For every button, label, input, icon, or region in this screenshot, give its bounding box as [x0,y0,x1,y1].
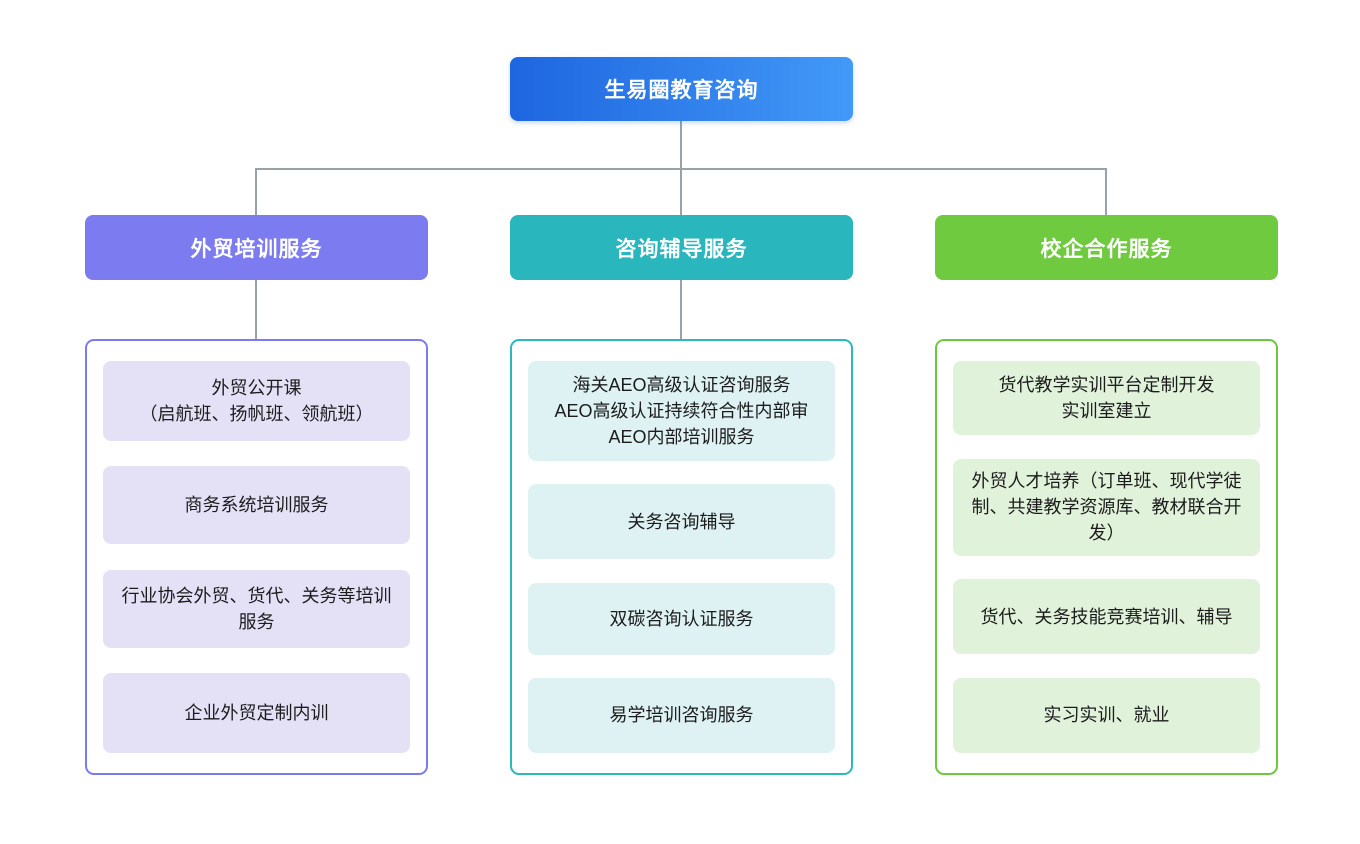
branch-item: 易学培训咨询服务 [528,677,835,753]
branch-item: 海关AEO高级认证咨询服务 AEO高级认证持续符合性内部审 AEO内部培训服务 [528,361,835,461]
connector-link-branch2 [680,280,682,339]
branch-header-consulting-coaching: 咨询辅导服务 [510,215,853,280]
connector-drop-branch1 [255,168,257,215]
connector-drop-branch2 [680,168,682,215]
branch-item: 外贸公开课 （启航班、扬帆班、领航班） [103,361,410,441]
root-node-label: 生易圈教育咨询 [604,79,759,102]
branch-box-foreign-trade-training: 外贸公开课 （启航班、扬帆班、领航班） 商务系统培训服务 行业协会外贸、货代、关… [85,339,428,775]
branch-header-school-enterprise: 校企合作服务 [935,215,1278,280]
branch-header-foreign-trade-training: 外贸培训服务 [85,215,428,280]
branch-header-label: 外贸培训服务 [190,237,323,261]
branch-item: 商务系统培训服务 [103,466,410,545]
root-node: 生易圈教育咨询 [510,57,853,121]
branch-item: 外贸人才培养（订单班、现代学徒制、共建教学资源库、教材联合开发） [953,458,1260,556]
branch-item: 双碳咨询认证服务 [528,582,835,655]
branch-item: 企业外贸定制内训 [103,672,410,753]
branch-item: 货代教学实训平台定制开发 实训室建立 [953,361,1260,435]
branch-box-consulting-coaching: 海关AEO高级认证咨询服务 AEO高级认证持续符合性内部审 AEO内部培训服务 … [510,339,853,775]
branch-header-label: 咨询辅导服务 [615,237,748,261]
branch-item: 货代、关务技能竞赛培训、辅导 [953,579,1260,655]
branch-header-label: 校企合作服务 [1040,237,1173,261]
connector-root-riser [680,121,682,169]
branch-item: 实习实训、就业 [953,677,1260,753]
branch-item: 行业协会外贸、货代、关务等培训服务 [103,569,410,648]
branch-item: 关务咨询辅导 [528,484,835,560]
connector-link-branch1 [255,280,257,339]
connector-drop-branch3 [1105,168,1107,215]
branch-box-school-enterprise: 货代教学实训平台定制开发 实训室建立 外贸人才培养（订单班、现代学徒制、共建教学… [935,339,1278,775]
